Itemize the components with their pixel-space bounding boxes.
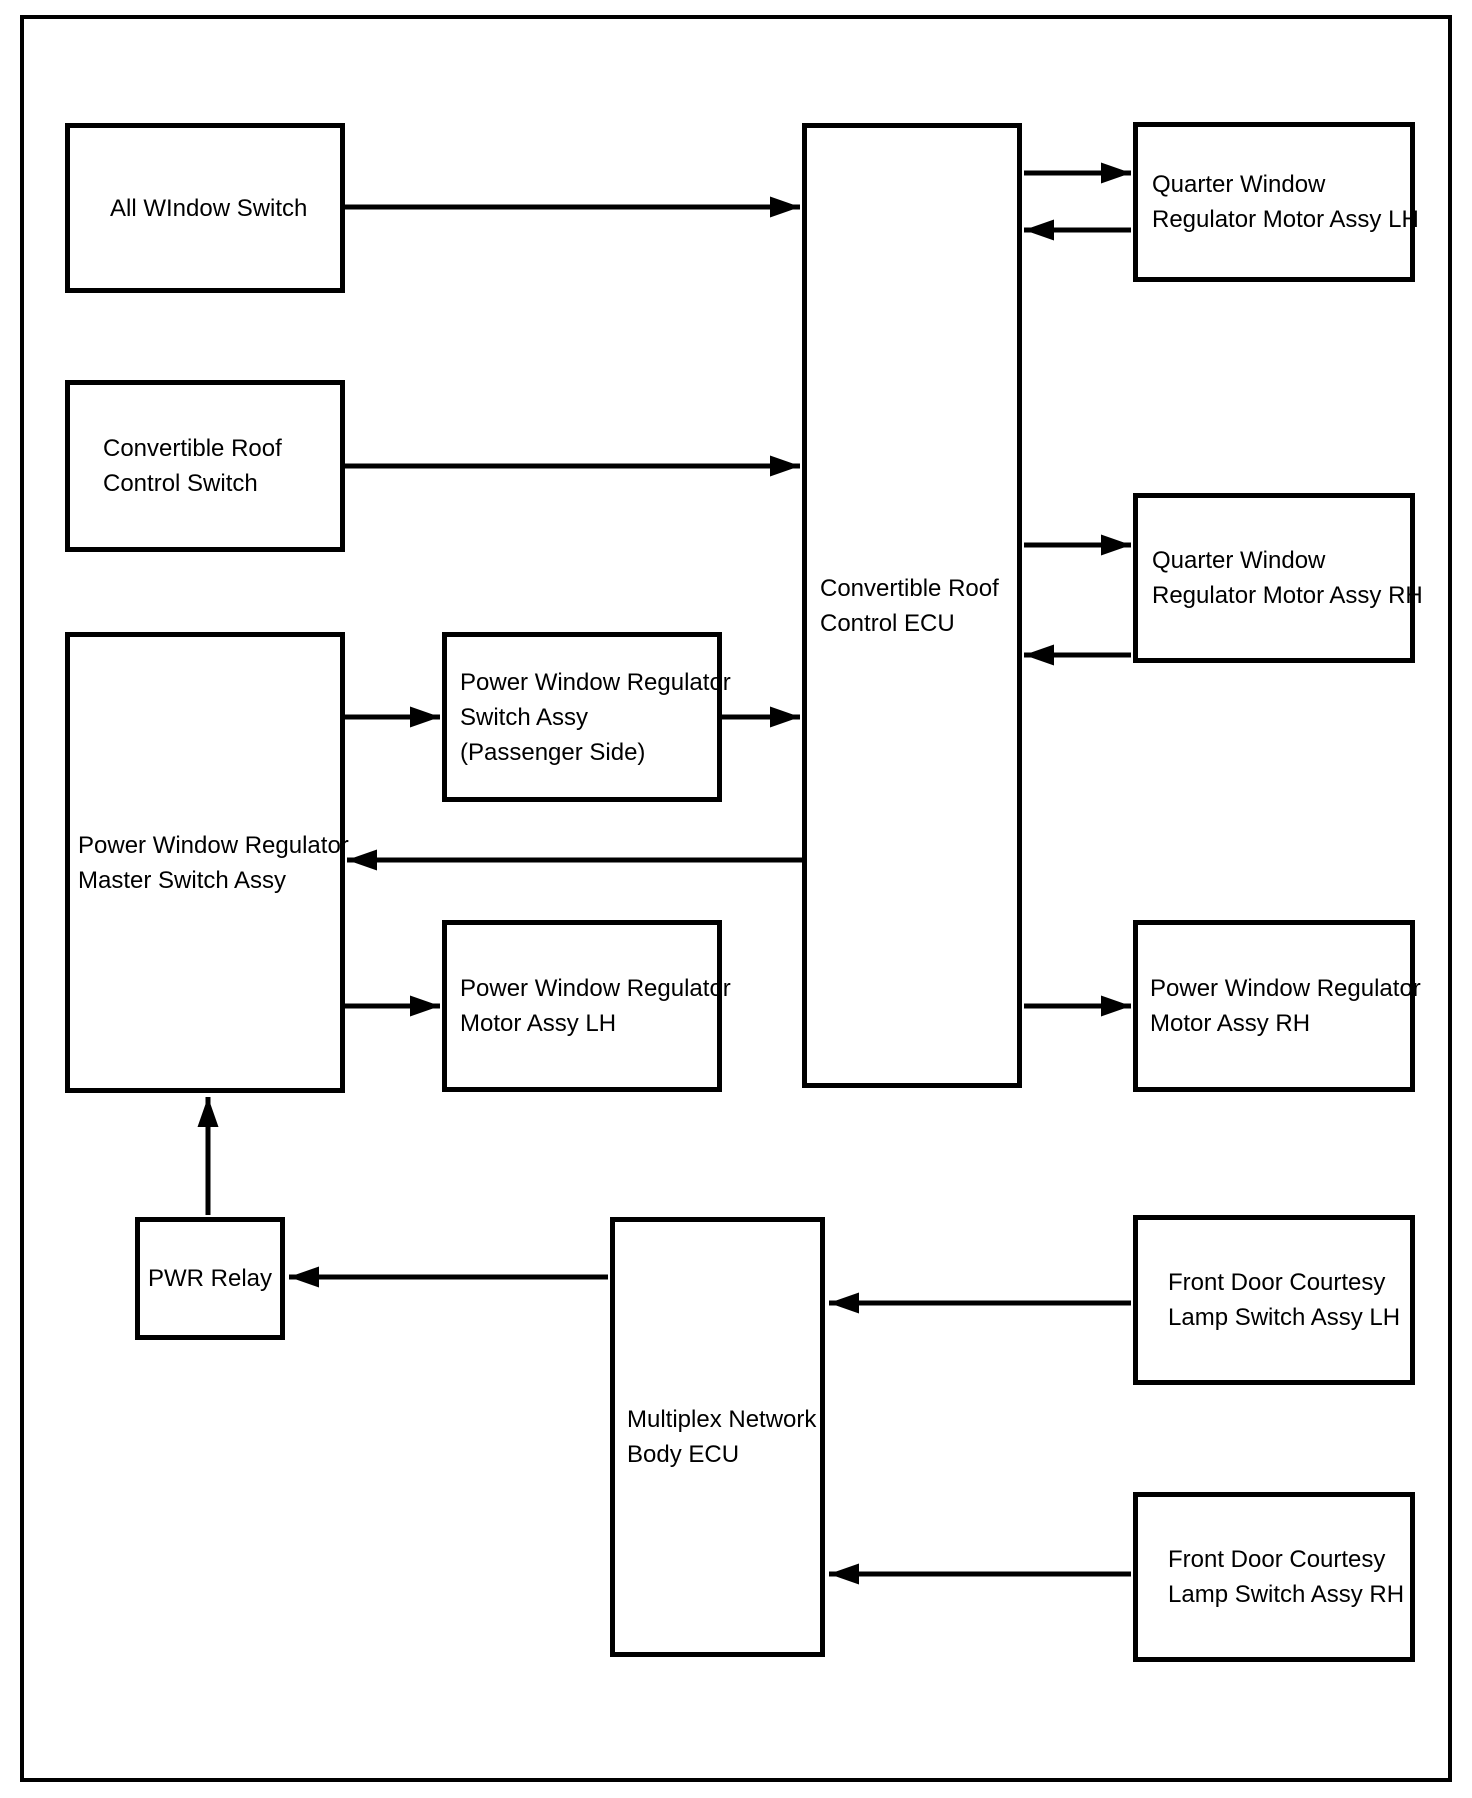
box-label: Control Switch [103, 470, 258, 497]
box-quarter-window-motor-lh: Quarter Window Regulator Motor Assy LH [1133, 122, 1419, 282]
box-label: Power Window Regulator [78, 831, 349, 859]
box-pwr-relay: PWR Relay [135, 1217, 285, 1340]
box-label: Power Window Regulator [460, 668, 731, 696]
box-convertible-roof-control-ecu: Convertible Roof Control ECU [802, 123, 1022, 1088]
box-label: Multiplex Network [627, 1406, 817, 1433]
box-power-window-regulator-switch-passenger: Power Window Regulator Switch Assy (Pass… [442, 632, 731, 802]
box-label: Convertible Roof [820, 574, 999, 602]
box-front-door-courtesy-lamp-lh: Front Door Courtesy Lamp Switch Assy LH [1133, 1215, 1415, 1385]
box-all-window-switch: All WIndow Switch [65, 123, 345, 293]
box-quarter-window-motor-rh: Quarter Window Regulator Motor Assy RH [1133, 493, 1423, 663]
box-multiplex-network-body-ecu: Multiplex Network Body ECU [610, 1217, 825, 1657]
box-label: Motor Assy LH [460, 1010, 617, 1037]
box-label: Front Door Courtesy [1168, 1546, 1386, 1573]
box-label: Regulator Motor Assy RH [1152, 582, 1423, 609]
box-label: Quarter Window [1152, 171, 1326, 198]
box-label: Power Window Regulator [1150, 975, 1421, 1002]
box-label: Quarter Window [1152, 547, 1326, 574]
box-label: Body ECU [627, 1441, 740, 1468]
box-label: PWR Relay [147, 1265, 273, 1292]
box-label: Convertible Roof [103, 435, 282, 462]
box-label: Control ECU [820, 609, 955, 637]
box-label: Lamp Switch Assy RH [1168, 1581, 1405, 1608]
box-label: Switch Assy [460, 703, 589, 731]
box-label: All WIndow Switch [110, 194, 308, 222]
box-power-window-regulator-motor-rh: Power Window Regulator Motor Assy RH [1133, 920, 1421, 1092]
box-power-window-regulator-master-switch: Power Window Regulator Master Switch Ass… [65, 632, 349, 1093]
box-power-window-regulator-motor-lh: Power Window Regulator Motor Assy LH [442, 920, 731, 1092]
box-convertible-roof-control-switch: Convertible Roof Control Switch [65, 380, 345, 552]
box-label: (Passenger Side) [460, 738, 646, 766]
box-label: Power Window Regulator [460, 975, 731, 1002]
box-label: Regulator Motor Assy LH [1152, 206, 1419, 233]
box-label: Master Switch Assy [78, 866, 287, 894]
box-label: Lamp Switch Assy LH [1168, 1304, 1401, 1331]
box-front-door-courtesy-lamp-rh: Front Door Courtesy Lamp Switch Assy RH [1133, 1492, 1415, 1662]
box-label: Front Door Courtesy [1168, 1269, 1386, 1296]
diagram-border [20, 15, 1452, 1782]
box-label: Motor Assy RH [1150, 1010, 1311, 1037]
